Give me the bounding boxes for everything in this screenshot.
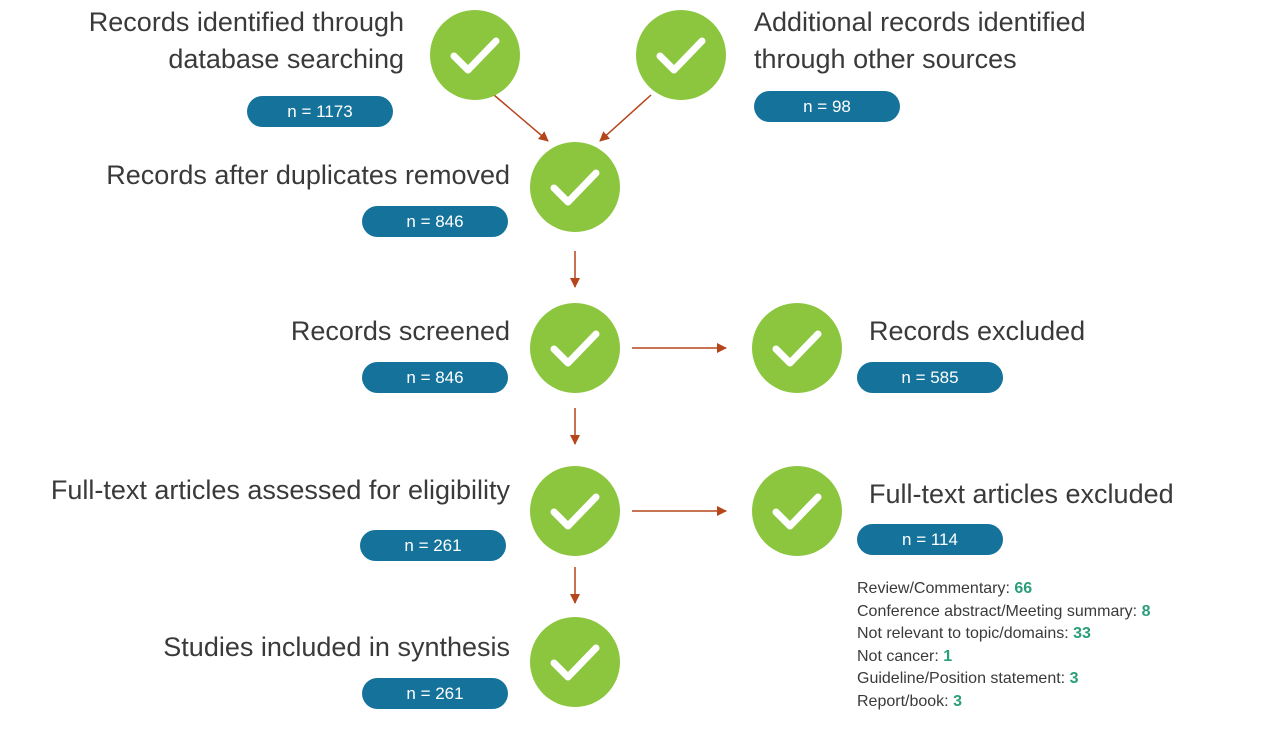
checkmark-icon bbox=[636, 10, 726, 100]
checkmark-icon bbox=[752, 303, 842, 393]
checkmark-icon bbox=[530, 142, 620, 232]
studies-included-count: n = 261 bbox=[362, 678, 508, 709]
other-sources-count: n = 98 bbox=[754, 91, 900, 122]
full-text-excluded-label: Full-text articles excluded bbox=[869, 479, 1174, 509]
exclusion-reason: Conference abstract/Meeting summary: 8 bbox=[857, 602, 1151, 620]
database-records-count: n = 1173 bbox=[247, 96, 393, 127]
arrow-other-to-duplicates bbox=[599, 94, 652, 142]
records-screened-count: n = 846 bbox=[362, 362, 508, 393]
checkmark-icon bbox=[752, 466, 842, 556]
arrow-database-to-duplicates bbox=[493, 94, 549, 142]
duplicates-removed-label: Records after duplicates removed bbox=[106, 160, 510, 190]
exclusion-reasons-list: Review/Commentary: 66 Conference abstrac… bbox=[857, 578, 1150, 713]
exclusion-reason: Not cancer: 1 bbox=[857, 647, 953, 665]
records-excluded-label: Records excluded bbox=[869, 316, 1086, 346]
other-sources-label: Additional records identified through ot… bbox=[754, 7, 1086, 74]
exclusion-reason: Review/Commentary: 66 bbox=[857, 580, 1033, 597]
database-records-label: Records identified through database sear… bbox=[88, 7, 404, 74]
checkmark-icon bbox=[530, 466, 620, 556]
duplicates-removed-count: n = 846 bbox=[362, 206, 508, 237]
exclusion-reason: Report/book: 3 bbox=[857, 692, 962, 710]
full-text-assessed-label: Full-text articles assessed for eligibil… bbox=[50, 475, 510, 505]
checkmark-icon bbox=[430, 10, 520, 100]
exclusion-reason: Not relevant to topic/domains: 33 bbox=[857, 625, 1091, 642]
full-text-excluded-count: n = 114 bbox=[857, 524, 1003, 555]
checkmark-icon bbox=[530, 617, 620, 707]
records-screened-label: Records screened bbox=[290, 316, 510, 346]
checkmark-icon bbox=[530, 303, 620, 393]
studies-included-label: Studies included in synthesis bbox=[163, 632, 510, 662]
exclusion-reason: Guideline/Position statement: 3 bbox=[857, 670, 1079, 687]
records-excluded-count: n = 585 bbox=[857, 362, 1003, 393]
full-text-assessed-count: n = 261 bbox=[360, 530, 506, 561]
